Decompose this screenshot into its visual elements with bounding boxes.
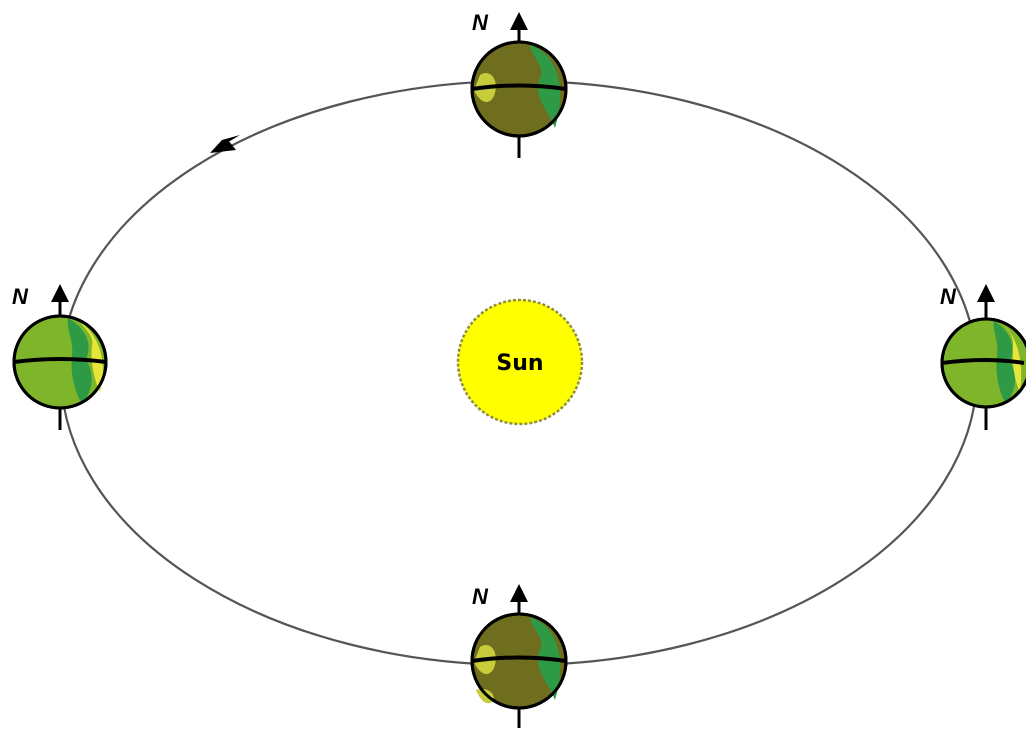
north-label: N xyxy=(940,284,957,309)
north-label: N xyxy=(472,584,489,609)
north-arrow-icon xyxy=(510,584,528,602)
north-arrow-icon xyxy=(51,284,69,302)
orbit-direction-arrow-icon xyxy=(210,135,240,153)
north-arrow-icon xyxy=(510,12,528,30)
north-label: N xyxy=(472,10,489,35)
earth-bottom: N xyxy=(470,584,568,728)
sun-label: Sun xyxy=(496,351,543,376)
north-label: N xyxy=(12,284,29,309)
earth-left: N xyxy=(12,284,108,430)
north-arrow-icon xyxy=(977,284,995,302)
earth-top: N xyxy=(470,10,568,158)
sun: Sun xyxy=(456,298,584,426)
earth-right: N xyxy=(940,284,1026,430)
